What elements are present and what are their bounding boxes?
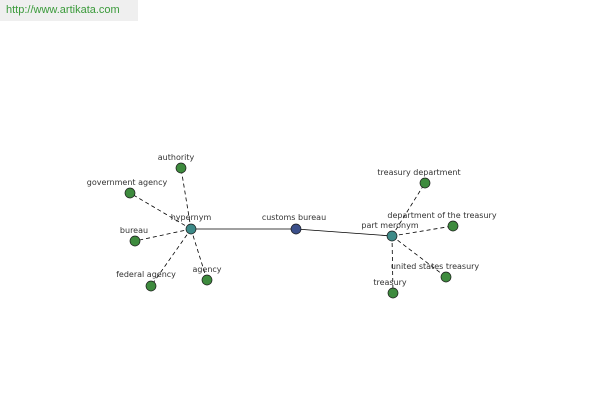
label-leaf-federal-agency: federal agency — [116, 270, 176, 279]
node-leaf-treasury-department[interactable] — [419, 177, 431, 189]
node-relation-part-meronym[interactable] — [386, 230, 398, 242]
label-leaf-department-of-the-treasury: department of the treasury — [387, 211, 496, 220]
node-leaf-federal-agency[interactable] — [145, 280, 157, 292]
nodes — [124, 162, 459, 299]
label-leaf-government-agency: government agency — [87, 178, 168, 187]
label-leaf-agency: agency — [192, 265, 221, 274]
edge-part-meronym-department-of-the-treasury — [391, 225, 454, 237]
node-leaf-united-states-treasury[interactable] — [440, 271, 452, 283]
edge-hypernym-authority — [180, 167, 192, 230]
edge-hypernym-government-agency — [129, 192, 192, 230]
url-bar: http://www.artikata.com — [0, 0, 138, 21]
edge-hypernym-agency — [190, 228, 208, 281]
labels: customs bureau hypernym part meronym aut… — [87, 153, 497, 287]
edge-hypernym-bureau — [134, 228, 192, 242]
node-relation-hypernym[interactable] — [185, 223, 197, 235]
node-center[interactable] — [290, 223, 302, 235]
label-center: customs bureau — [262, 213, 326, 222]
edge-part-meronym-treasury-department — [391, 182, 426, 237]
node-leaf-government-agency[interactable] — [124, 187, 136, 199]
node-leaf-treasury[interactable] — [387, 287, 399, 299]
label-leaf-treasury: treasury — [373, 278, 407, 287]
edge-hypernym-federal-agency — [150, 228, 192, 287]
edge-part-meronym-treasury — [391, 235, 394, 294]
label-leaf-united-states-treasury: united states treasury — [391, 262, 480, 271]
edges — [129, 167, 454, 294]
label-leaf-authority: authority — [158, 153, 195, 162]
node-leaf-agency[interactable] — [201, 274, 213, 286]
node-leaf-bureau[interactable] — [129, 235, 141, 247]
label-relation-hypernym: hypernym — [171, 213, 212, 222]
label-leaf-bureau: bureau — [120, 226, 148, 235]
site-url-link[interactable]: http://www.artikata.com — [6, 4, 120, 16]
edge-center-part-meronym — [295, 228, 393, 237]
edge-part-meronym-united-states-treasury — [391, 235, 447, 278]
node-leaf-authority[interactable] — [175, 162, 187, 174]
label-leaf-treasury-department: treasury department — [377, 168, 460, 177]
label-relation-part-meronym: part meronym — [361, 221, 418, 230]
node-leaf-department-of-the-treasury[interactable] — [447, 220, 459, 232]
